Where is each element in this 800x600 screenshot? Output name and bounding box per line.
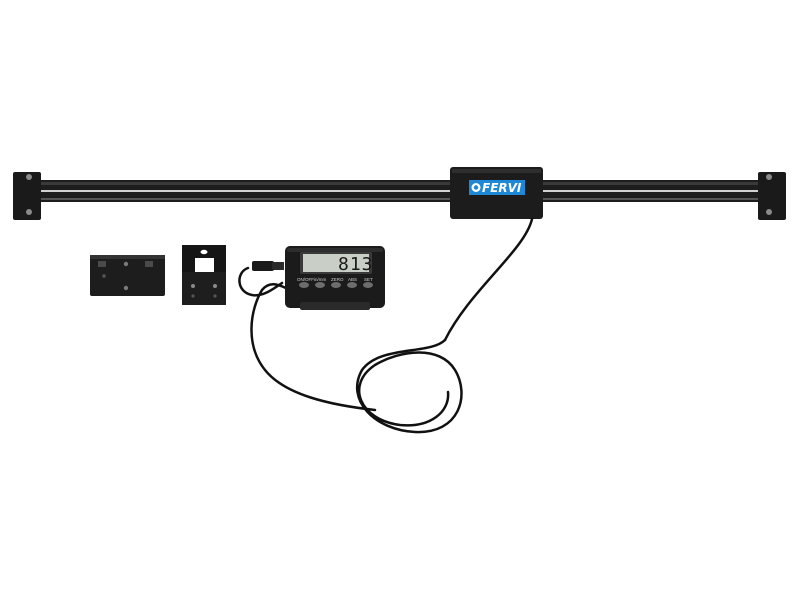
brand-logo-bg — [469, 180, 525, 195]
zero-button[interactable]: ZERO — [331, 277, 344, 288]
mounting-plate-icon — [90, 255, 165, 296]
l-bracket-icon — [182, 245, 226, 305]
svg-text:ZERO: ZERO — [331, 277, 344, 282]
display-unit: 813 ON/OFF in/mm ZERO ABS — [285, 246, 385, 310]
reader-head: FERVI — [450, 167, 543, 219]
cable-connector — [252, 261, 284, 271]
right-end-cap — [758, 172, 786, 220]
brand-logo: FERVI — [482, 181, 522, 195]
set-button[interactable]: SET — [363, 277, 373, 288]
lcd-value: 813 — [338, 254, 374, 275]
cable — [238, 217, 534, 434]
svg-text:SET: SET — [364, 277, 373, 282]
button-row: ON/OFF in/mm ZERO ABS SET — [297, 277, 373, 288]
left-end-cap — [13, 172, 41, 220]
linear-scale — [13, 172, 786, 220]
unit-toggle-button[interactable]: in/mm — [314, 277, 327, 288]
abs-button[interactable]: ABS — [347, 277, 357, 288]
svg-text:ON/OFF: ON/OFF — [297, 277, 314, 282]
on-off-button[interactable]: ON/OFF — [297, 277, 314, 288]
svg-text:in/mm: in/mm — [314, 277, 327, 282]
lcd-screen — [303, 254, 369, 272]
svg-text:ABS: ABS — [348, 277, 357, 282]
